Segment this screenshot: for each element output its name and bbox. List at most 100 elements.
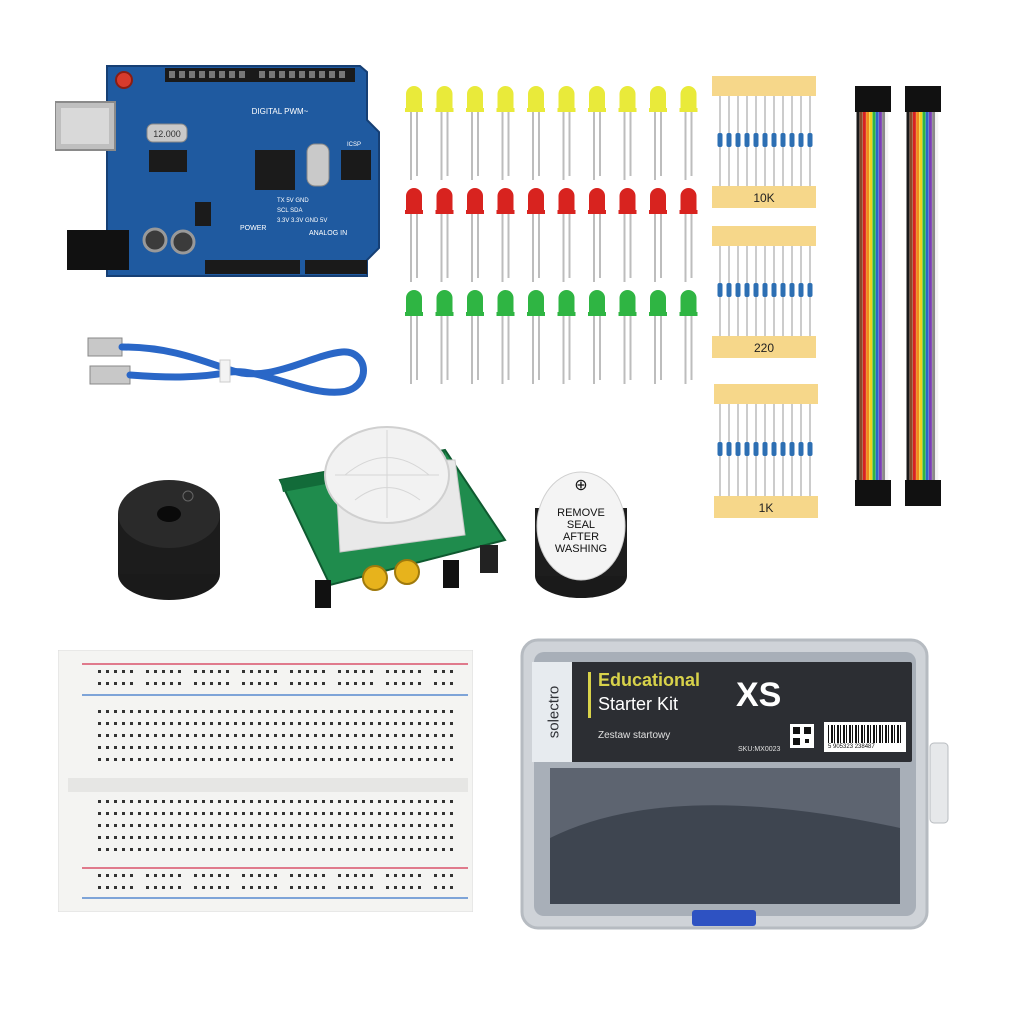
resistor-body xyxy=(771,442,777,456)
svg-text:REMOVE: REMOVE xyxy=(557,507,605,519)
icsp-header xyxy=(341,150,371,180)
crystal-2 xyxy=(306,143,330,187)
resistor-body xyxy=(771,133,777,147)
resistor-label-220: 220 xyxy=(754,341,774,355)
resistor-body xyxy=(735,283,741,297)
resistor-body xyxy=(726,283,732,297)
resistor-tape-top xyxy=(712,76,816,96)
capacitor xyxy=(443,560,459,588)
led xyxy=(466,290,484,384)
resistor-body xyxy=(798,133,804,147)
led xyxy=(405,290,423,384)
led xyxy=(588,86,606,180)
barcode-icon: 5 905323 238487 xyxy=(824,722,906,752)
led xyxy=(679,188,698,282)
svg-text:DIGITAL PWM~: DIGITAL PWM~ xyxy=(252,107,309,116)
jumper-connector xyxy=(905,86,941,112)
resistor-body xyxy=(717,133,723,147)
resistor-body xyxy=(753,283,759,297)
resistor-body xyxy=(744,442,750,456)
resistor-tape-bottom xyxy=(712,186,816,208)
brand-strip: solectro xyxy=(532,662,572,762)
svg-text:WASHING: WASHING xyxy=(555,543,607,555)
buzzer-sticker xyxy=(536,471,626,581)
resistor-body xyxy=(762,442,768,456)
svg-text:TX 5V GND: TX 5V GND xyxy=(277,198,309,204)
resistor-body xyxy=(753,442,759,456)
box-label: solectro Educational Starter Kit XS Zest… xyxy=(532,662,912,762)
resistor-body xyxy=(789,133,795,147)
resistor-body xyxy=(789,283,795,297)
resistor-body xyxy=(717,283,723,297)
led xyxy=(527,86,545,180)
led xyxy=(618,86,637,180)
led xyxy=(435,86,454,180)
resistor-body xyxy=(780,283,786,297)
resistor-body xyxy=(780,133,786,147)
led xyxy=(618,290,637,384)
led xyxy=(557,86,576,180)
svg-text:AFTER: AFTER xyxy=(563,531,599,543)
led xyxy=(618,188,637,282)
active-buzzer: ⊕ REMOVE SEAL AFTER WASHING xyxy=(535,471,627,598)
resistor-strips: 10K 220 1K xyxy=(710,74,820,524)
led xyxy=(405,86,423,180)
led-array xyxy=(405,86,698,384)
usb-plug-b xyxy=(87,337,123,357)
box-subtitle: Zestaw startowy xyxy=(598,730,671,741)
box-badge-xs: XS xyxy=(736,676,782,714)
svg-text:SCL SDA: SCL SDA xyxy=(277,208,302,214)
jumper-connector xyxy=(905,480,941,506)
resistor-label-1k: 1K xyxy=(759,501,774,515)
svg-text:SEAL: SEAL xyxy=(567,519,595,531)
resistor-body xyxy=(780,442,786,456)
led xyxy=(649,188,667,282)
atmega-chip xyxy=(255,150,295,190)
resistor-body xyxy=(726,133,732,147)
plus-symbol-icon: ⊕ xyxy=(574,477,587,494)
box-sku: SKU:MX0023 xyxy=(738,746,781,753)
svg-text:12.000: 12.000 xyxy=(153,129,181,139)
resistor-body xyxy=(762,133,768,147)
resistor-body xyxy=(744,133,750,147)
resistor-body xyxy=(771,283,777,297)
resistor-body xyxy=(807,283,813,297)
arduino-board: 12.000 DIGITAL PWM~ POWER ANALOG IN ICSP… xyxy=(55,65,380,277)
resistor-body xyxy=(744,283,750,297)
resistor-body xyxy=(798,283,804,297)
barcode-digits: 5 905323 238487 xyxy=(828,744,875,750)
crystal xyxy=(146,123,188,143)
led xyxy=(588,188,606,282)
plus-symbol-icon xyxy=(182,490,194,502)
reset-button xyxy=(115,71,133,89)
box-title-line1: Educational xyxy=(598,670,701,690)
resistor-body xyxy=(798,442,804,456)
resistor-label-10k: 10K xyxy=(753,191,774,205)
led xyxy=(435,188,454,282)
led xyxy=(649,86,667,180)
resistor-body xyxy=(735,442,741,456)
passive-buzzer xyxy=(118,480,220,600)
pir-sensor xyxy=(278,426,507,608)
usb-cable xyxy=(87,337,367,396)
svg-text:3.3V 3.3V GND 5V: 3.3V 3.3V GND 5V xyxy=(277,218,327,224)
led xyxy=(649,290,667,384)
led xyxy=(679,290,698,384)
led xyxy=(435,290,454,384)
led xyxy=(496,188,515,282)
led xyxy=(557,290,576,384)
led xyxy=(557,188,576,282)
starter-kit-box: solectro Educational Starter Kit XS Zest… xyxy=(520,638,950,930)
capacitor xyxy=(170,229,196,255)
power-header xyxy=(205,260,300,274)
potentiometer xyxy=(394,559,420,585)
box-latch xyxy=(692,910,756,926)
resistor-body xyxy=(807,133,813,147)
resistor-body xyxy=(735,133,741,147)
resistor-body xyxy=(762,283,768,297)
resistor-body xyxy=(717,442,723,456)
led xyxy=(588,290,606,384)
analog-header xyxy=(305,260,367,274)
potentiometer xyxy=(362,565,388,591)
led xyxy=(527,188,545,282)
